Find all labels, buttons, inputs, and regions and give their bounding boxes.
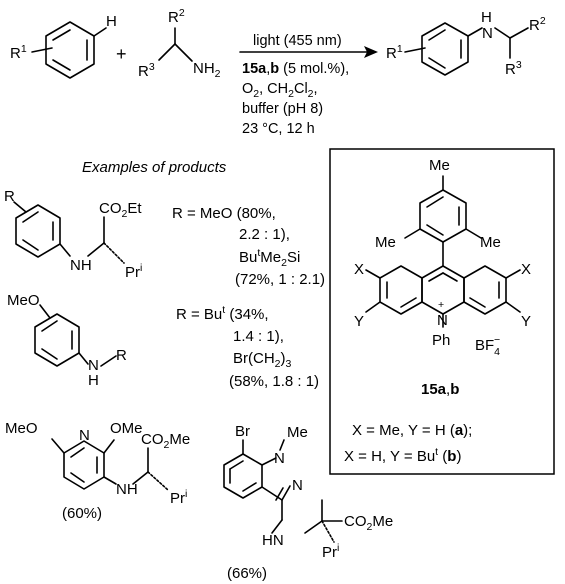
amine-r2-label: R2 — [168, 7, 185, 26]
examples-title: Examples of products — [82, 159, 227, 176]
example-1-description: R = MeO (80%, 2.2 : 1), ButMe2Si (72%, 1… — [172, 205, 325, 288]
reactant-arene: H R1 — [10, 13, 117, 79]
ex3-pr-label: Pri — [170, 488, 187, 507]
ex3-ome-label: OMe — [110, 420, 143, 437]
ex2-desc-line3: Br(CH2)3 — [233, 350, 292, 370]
ex1-desc-line3: ButMe2Si — [239, 247, 300, 269]
ex3-ester-label: CO2Me — [141, 431, 190, 451]
cat-me-left: Me — [375, 234, 396, 251]
ex4-hn-label: HN — [262, 532, 284, 549]
product-n-label: N — [482, 25, 493, 42]
product-nh-h-label: H — [481, 9, 492, 26]
ex1-desc-line2: 2.2 : 1), — [239, 226, 290, 243]
ex4-me-label: Me — [287, 424, 308, 441]
cat-x-left: X — [354, 261, 364, 278]
ex4-br-label: Br — [235, 423, 250, 440]
ex1-r-label: R — [4, 188, 15, 205]
cat-n-charge: + — [438, 299, 444, 311]
catalyst-legend: 15a,b X = Me, Y = H (a); X = H, Y = But … — [344, 381, 472, 465]
ex4-pr-label: Pri — [322, 542, 339, 561]
ex1-nh-label: NH — [70, 257, 92, 274]
catalyst-structure: Me Me Me X Y X Y N + Ph BF4− — [354, 157, 531, 358]
reactant-h-label: H — [106, 13, 117, 30]
catalyst-box — [329, 148, 555, 475]
ex1-desc-line1: R = MeO (80%, — [172, 205, 276, 222]
example-1-structure: R CO2Et NH Pri — [4, 188, 142, 281]
reaction-arrow — [239, 46, 378, 58]
reactant-r1-label: R1 — [10, 43, 27, 62]
cat-x-right: X — [521, 261, 531, 278]
cat-ph-label: Ph — [432, 332, 450, 349]
amine-r3-label: R3 — [138, 61, 155, 80]
ex4-n2-label: N — [292, 477, 303, 494]
condition-light: light (455 nm) — [253, 33, 342, 49]
example-2-structure: MeO N H R — [7, 292, 127, 389]
ex1-pr-label: Pri — [125, 262, 142, 281]
ex1-ester-label: CO2Et — [99, 200, 142, 220]
ex2-desc-line1: R = But (34%, — [176, 304, 269, 323]
cat-compound-label: 15a,b — [421, 381, 459, 398]
ex3-yield: (60%) — [62, 505, 102, 522]
cat-variant-a: X = Me, Y = H (a); — [352, 422, 472, 439]
condition-buffer: buffer (pH 8) — [242, 101, 323, 117]
condition-solvent: O2, CH2Cl2, — [242, 81, 318, 100]
ex2-meo-label: MeO — [7, 292, 40, 309]
cat-variant-b: X = H, Y = But (b) — [344, 446, 461, 465]
product-r2-label: R2 — [529, 15, 546, 34]
amine-nh2-label: NH2 — [193, 60, 221, 80]
cat-me-right: Me — [480, 234, 501, 251]
condition-catalyst: 15a,b (5 mol.%), — [242, 61, 349, 77]
ex2-n-label: N — [88, 357, 99, 374]
ex4-yield: (66%) — [227, 565, 267, 582]
cat-n-label: N — [437, 312, 448, 329]
cat-y-left: Y — [354, 313, 364, 330]
ex3-n-label: N — [79, 427, 90, 444]
ex4-n1-label: N — [274, 450, 285, 467]
ex2-r-label: R — [116, 347, 127, 364]
ex3-nh-label: NH — [116, 481, 138, 498]
ex1-desc-line4: (72%, 1 : 2.1) — [235, 271, 325, 288]
example-2-description: R = But (34%, 1.4 : 1), Br(CH2)3 (58%, 1… — [176, 304, 319, 390]
product-r3-label: R3 — [505, 59, 522, 78]
ex2-h-label: H — [88, 372, 99, 389]
ex3-meo-label: MeO — [5, 420, 38, 437]
example-3-structure: N MeO OMe CO2Me NH Pri (60%) — [5, 420, 190, 522]
cat-bf4-label: BF4− — [475, 334, 500, 358]
reaction-conditions: light (455 nm) 15a,b (5 mol.%), O2, CH2C… — [242, 33, 349, 137]
ex2-desc-line4: (58%, 1.8 : 1) — [229, 373, 319, 390]
product-r1-label: R1 — [386, 43, 403, 62]
ex2-desc-line2: 1.4 : 1), — [233, 328, 284, 345]
cat-y-right: Y — [521, 313, 531, 330]
cat-me-top: Me — [429, 157, 450, 174]
product-structure: H N R1 R2 R3 — [386, 9, 546, 78]
condition-temp-time: 23 °C, 12 h — [242, 121, 315, 137]
reactant-amine: R2 R3 NH2 — [138, 7, 221, 80]
example-4-structure: Br Me N N HN CO2Me Pri (66%) — [223, 423, 393, 582]
ex4-ester-label: CO2Me — [344, 513, 393, 533]
plus-sign: + — [116, 44, 127, 64]
